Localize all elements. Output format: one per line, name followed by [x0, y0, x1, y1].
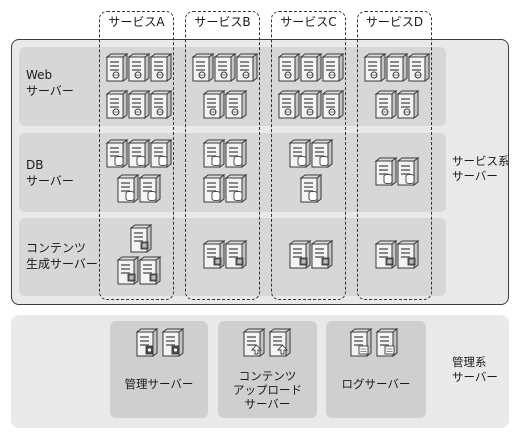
- web-server-label-line2: サーバー: [26, 84, 74, 98]
- content-upload-label-line2: アップロード: [233, 383, 302, 397]
- server-icon-gen-c-2: [310, 240, 334, 269]
- server-icon-db-d-1: [374, 157, 398, 186]
- content-upload-label-line1: コンテンツ: [238, 369, 297, 383]
- server-icon-web-a-bottom-2: [127, 90, 151, 119]
- web-server-label: Web サーバー: [26, 67, 74, 99]
- server-icon-web-a-bottom-3: [149, 90, 173, 119]
- server-icon-web-b-top-3: [235, 53, 259, 82]
- server-icon-web-b-top-1: [191, 53, 215, 82]
- server-icon-admin-1: [135, 328, 159, 357]
- server-icon-web-c-top-1: [277, 53, 301, 82]
- server-icon-gen-a-top-1: [129, 224, 153, 253]
- service-d-column: [357, 11, 432, 300]
- server-icon-db-a-bottom-2: [138, 174, 162, 203]
- db-server-label-line2: サーバー: [26, 174, 74, 188]
- server-icon-web-d-top-3: [407, 53, 431, 82]
- server-icon-web-c-bottom-2: [299, 90, 323, 119]
- service-b-title: サービスB: [194, 15, 251, 29]
- server-icon-web-d-top-1: [363, 53, 387, 82]
- server-icon-gen-d-2: [396, 240, 420, 269]
- server-icon-web-c-bottom-3: [321, 90, 345, 119]
- server-icon-gen-b-2: [224, 240, 248, 269]
- server-icon-admin-2: [161, 328, 185, 357]
- server-icon-db-a-top-2: [127, 139, 151, 168]
- server-icon-web-a-bottom-1: [105, 90, 129, 119]
- server-icon-db-c-top-1: [288, 139, 312, 168]
- server-icon-db-b-top-2: [224, 139, 248, 168]
- server-icon-db-d-2: [396, 157, 420, 186]
- server-icon-log-1: [349, 328, 373, 357]
- server-icon-db-a-top-1: [105, 139, 129, 168]
- server-icon-db-b-bottom-1: [202, 174, 226, 203]
- content-generation-label-line2: 生成サーバー: [26, 257, 98, 271]
- admin-server-label: 管理サーバー: [110, 377, 208, 391]
- service-a-column: [99, 11, 174, 300]
- web-server-label-line1: Web: [26, 68, 53, 82]
- server-icon-gen-a-bottom-2: [138, 256, 162, 285]
- service-a-title: サービスA: [108, 15, 165, 29]
- server-icon-web-c-top-3: [321, 53, 345, 82]
- server-icon-db-a-top-3: [149, 139, 173, 168]
- content-generation-label-line1: コンテンツ: [26, 241, 87, 255]
- service-group-label: サービス系 サーバー: [452, 154, 510, 184]
- server-icon-gen-d-1: [374, 240, 398, 269]
- server-icon-web-c-top-2: [299, 53, 323, 82]
- server-icon-web-d-bottom-2: [396, 90, 420, 119]
- server-icon-web-a-top-1: [105, 53, 129, 82]
- content-upload-server-label: コンテンツ アップロード サーバー: [218, 369, 317, 411]
- server-icon-db-c-top-2: [310, 139, 334, 168]
- server-icon-web-a-top-2: [127, 53, 151, 82]
- server-icon-upload-2: [268, 328, 292, 357]
- server-icon-web-b-bottom-2: [224, 90, 248, 119]
- server-icon-db-b-top-1: [202, 139, 226, 168]
- service-c-title: サービスC: [280, 15, 337, 29]
- log-server-box: [326, 321, 426, 418]
- admin-server-label-line1: 管理サーバー: [124, 377, 194, 391]
- log-server-label: ログサーバー: [326, 377, 426, 391]
- server-icon-gen-b-1: [202, 240, 226, 269]
- service-d-title: サービスD: [365, 15, 424, 29]
- server-icon-gen-c-1: [288, 240, 312, 269]
- content-upload-label-line3: サーバー: [244, 397, 291, 411]
- db-server-label-line1: DB: [26, 158, 44, 172]
- management-group-label-line2: サーバー: [452, 370, 498, 384]
- server-icon-web-b-top-2: [213, 53, 237, 82]
- management-group-label-line1: 管理系: [452, 355, 487, 369]
- admin-server-box: [110, 321, 208, 418]
- server-icon-web-b-bottom-1: [202, 90, 226, 119]
- db-server-label: DB サーバー: [26, 157, 74, 189]
- server-icon-db-a-bottom-1: [116, 174, 140, 203]
- service-c-column: [271, 11, 346, 300]
- service-b-column: [185, 11, 260, 300]
- service-group-label-line1: サービス系: [452, 154, 510, 168]
- server-icon-web-d-bottom-1: [374, 90, 398, 119]
- content-generation-label: コンテンツ 生成サーバー: [26, 240, 98, 272]
- server-icon-gen-a-bottom-1: [116, 256, 140, 285]
- service-group-label-line2: サーバー: [452, 169, 498, 183]
- server-icon-log-2: [375, 328, 399, 357]
- server-icon-web-a-top-3: [149, 53, 173, 82]
- content-upload-server-box: [218, 321, 317, 418]
- server-icon-db-c-bottom-1: [299, 174, 323, 203]
- server-icon-web-c-bottom-1: [277, 90, 301, 119]
- management-group-label: 管理系 サーバー: [452, 355, 498, 385]
- server-icon-upload-1: [242, 328, 266, 357]
- server-icon-db-b-bottom-2: [224, 174, 248, 203]
- log-server-label-line1: ログサーバー: [341, 377, 411, 391]
- server-icon-web-d-top-2: [385, 53, 409, 82]
